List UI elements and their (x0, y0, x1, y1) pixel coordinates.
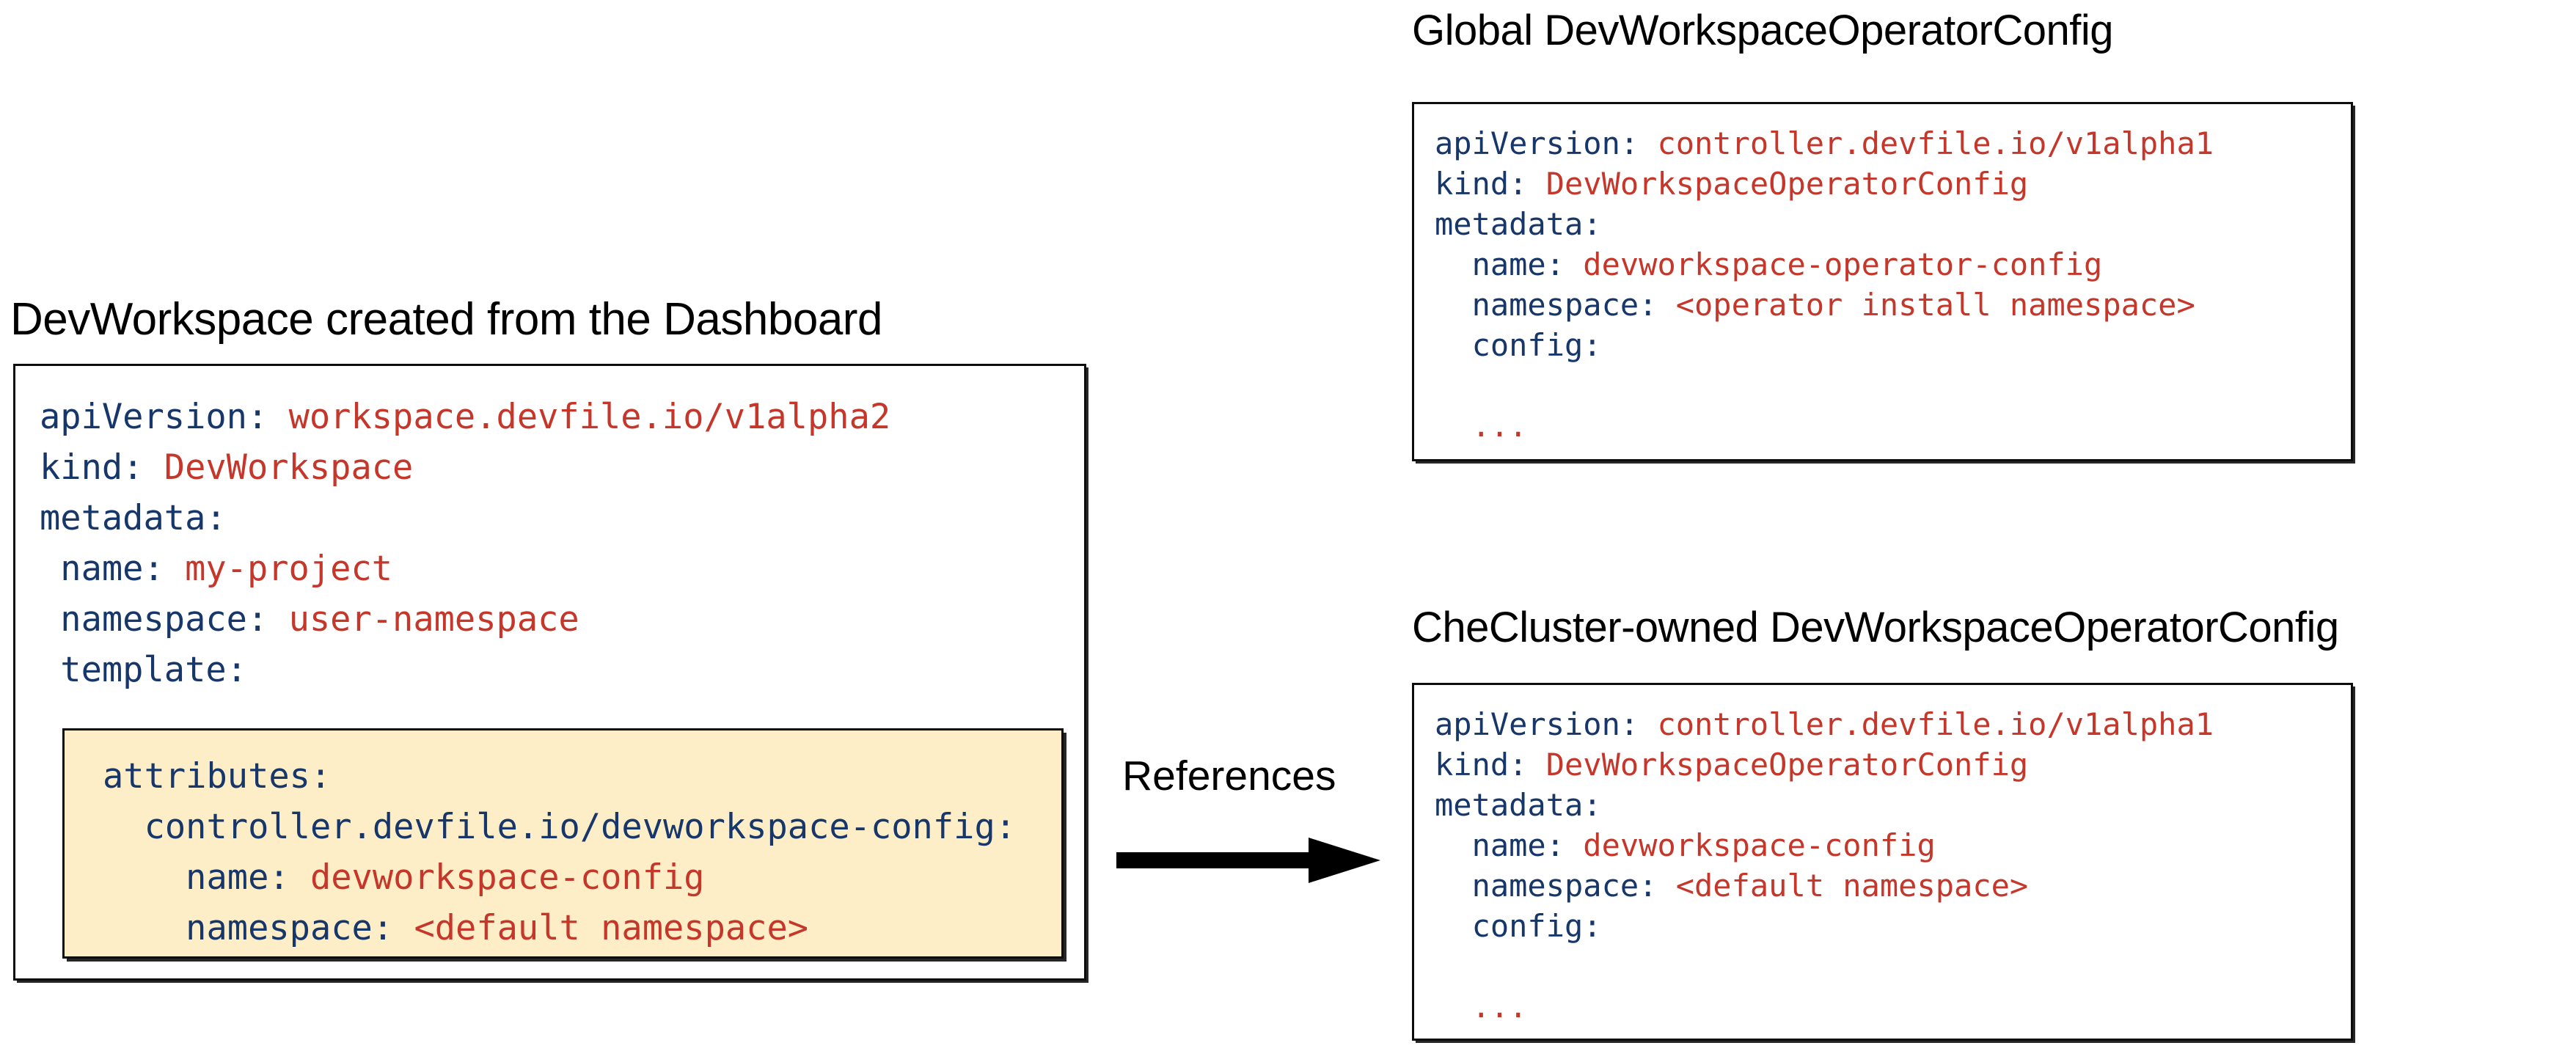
code-value: devworkspace-config (1583, 827, 1936, 863)
code-line: kind: DevWorkspace (40, 442, 890, 493)
code-line: name: devworkspace-operator-config (1435, 244, 2214, 285)
code-value: devworkspace-config (310, 857, 705, 898)
devworkspace-config-attribute-highlight (62, 728, 1064, 959)
code-key: namespace: (1435, 287, 1676, 323)
code-line: config: (1435, 906, 2214, 946)
code-key: name: (1435, 827, 1584, 863)
code-key: name: (1435, 246, 1584, 282)
code-key: config: (1435, 327, 1602, 363)
code-line: template: (40, 645, 890, 695)
code-value: workspace.devfile.io/v1alpha2 (288, 397, 891, 437)
code-line: kind: DevWorkspaceOperatorConfig (1435, 744, 2214, 785)
code-value: controller.devfile.io/v1alpha1 (1657, 125, 2214, 161)
code-line: name: devworkspace-config (103, 852, 1016, 903)
code-key: namespace: (40, 599, 289, 640)
code-key: config: (1435, 908, 1602, 944)
code-value: ... (1435, 989, 1528, 1025)
code-key: name: (40, 549, 186, 589)
code-line: apiVersion: workspace.devfile.io/v1alpha… (40, 392, 890, 442)
code-line: namespace: <operator install namespace> (1435, 285, 2214, 325)
code-key: apiVersion: (1435, 125, 1658, 161)
code-value: user-namespace (288, 599, 579, 640)
code-key: namespace: (1435, 868, 1676, 904)
code-line: apiVersion: controller.devfile.io/v1alph… (1435, 123, 2214, 164)
devworkspace-code-lines: apiVersion: workspace.devfile.io/v1alpha… (40, 392, 890, 695)
global-dwoc-title: Global DevWorkspaceOperatorConfig (1412, 7, 2114, 54)
checluster-dwoc-title: CheCluster-owned DevWorkspaceOperatorCon… (1412, 604, 2339, 651)
code-line (1435, 946, 2214, 986)
code-value: ... (1435, 408, 1528, 444)
code-key: kind: (1435, 747, 1546, 783)
code-line: kind: DevWorkspaceOperatorConfig (1435, 164, 2214, 204)
left-panel-title: DevWorkspace created from the Dashboard (10, 294, 882, 345)
code-line: config: (1435, 325, 2214, 365)
code-key: metadata: (1435, 787, 1602, 823)
code-value: <operator install namespace> (1675, 287, 2195, 323)
code-line: namespace: <default namespace> (1435, 865, 2214, 906)
code-value: controller.devfile.io/v1alpha1 (1657, 706, 2214, 742)
code-value: devworkspace-operator-config (1583, 246, 2103, 282)
code-line: namespace: <default namespace> (103, 903, 1016, 953)
code-line: namespace: user-namespace (40, 594, 890, 645)
code-value: <default namespace> (414, 908, 809, 948)
code-key: name: (103, 857, 310, 898)
code-key: namespace: (103, 908, 414, 948)
code-key: kind: (1435, 166, 1546, 202)
code-key: template: (40, 650, 247, 690)
code-line: metadata: (1435, 785, 2214, 825)
code-line: name: my-project (40, 543, 890, 594)
code-line: attributes: (103, 751, 1016, 802)
code-line (1435, 365, 2214, 406)
references-label: References (1122, 752, 1336, 799)
code-value: DevWorkspace (164, 447, 414, 488)
code-line: apiVersion: controller.devfile.io/v1alph… (1435, 704, 2214, 744)
code-value: my-project (185, 549, 393, 589)
global-dwoc-code-box (1412, 102, 2353, 461)
code-line: metadata: (1435, 204, 2214, 244)
code-key: kind: (40, 447, 164, 488)
code-key: apiVersion: (40, 397, 289, 437)
code-value: DevWorkspaceOperatorConfig (1545, 166, 2029, 202)
global-dwoc-code-lines: apiVersion: controller.devfile.io/v1alph… (1435, 123, 2214, 446)
code-key: metadata: (40, 498, 227, 538)
code-key: apiVersion: (1435, 706, 1658, 742)
devworkspace-config-attribute-lines: attributes: controller.devfile.io/devwor… (103, 751, 1016, 953)
right-arrow-icon (1116, 838, 1380, 883)
code-value: <default namespace> (1675, 868, 2029, 904)
code-line: controller.devfile.io/devworkspace-confi… (103, 802, 1016, 852)
code-line: ... (1435, 986, 2214, 1027)
code-line: name: devworkspace-config (1435, 825, 2214, 865)
code-key: controller.devfile.io/devworkspace-confi… (103, 807, 1017, 847)
code-value: DevWorkspaceOperatorConfig (1545, 747, 2029, 783)
checluster-dwoc-code-lines: apiVersion: controller.devfile.io/v1alph… (1435, 704, 2214, 1027)
code-key: attributes: (103, 756, 332, 796)
code-key: metadata: (1435, 206, 1602, 242)
checluster-dwoc-code-box (1412, 683, 2353, 1041)
code-line: metadata: (40, 493, 890, 543)
code-line: ... (1435, 406, 2214, 446)
